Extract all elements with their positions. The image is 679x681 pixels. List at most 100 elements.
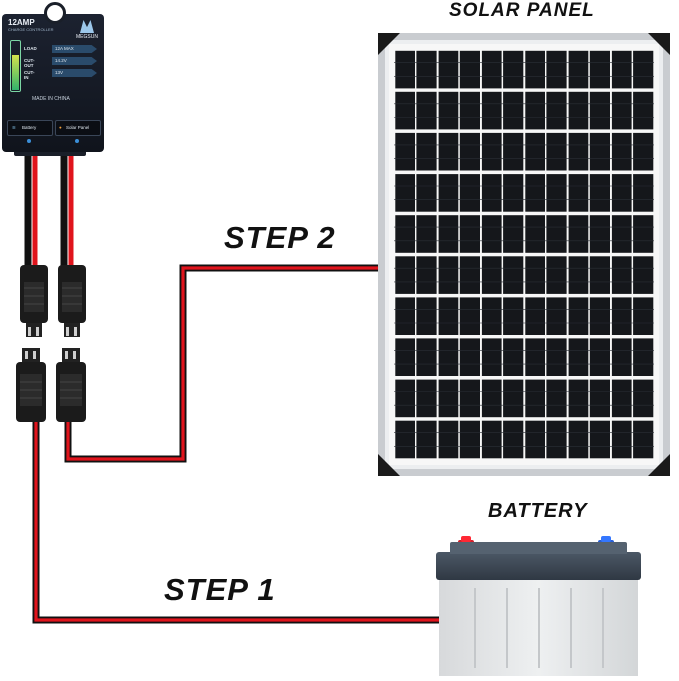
panel-cell <box>589 91 610 130</box>
solar-panel-label: SOLAR PANEL <box>449 0 595 21</box>
battery <box>436 540 641 676</box>
panel-cell <box>416 420 437 459</box>
panel-cell <box>438 50 459 89</box>
panel-cell <box>589 174 610 212</box>
panel-cell <box>459 50 480 89</box>
panel-cell <box>395 297 415 335</box>
panel-cell <box>589 215 610 253</box>
panel-cell <box>438 174 459 212</box>
panel-cell <box>525 338 545 376</box>
panel-cell <box>438 91 459 130</box>
panel-cell <box>633 215 654 253</box>
controller-subtitle: CHARGE CONTROLLER <box>8 27 54 32</box>
panel-cell <box>503 174 524 212</box>
panel-cell <box>481 379 502 418</box>
panel-cell <box>546 256 567 294</box>
panel-cell <box>481 420 502 459</box>
panel-cell <box>633 91 654 130</box>
panel-cell <box>546 215 567 253</box>
panel-cell <box>568 256 589 294</box>
step-2-wire <box>64 264 380 463</box>
panel-cell <box>546 91 567 130</box>
panel-cell <box>481 338 502 376</box>
sae-connector-controller-battery[interactable] <box>20 265 48 337</box>
sae-connector-controller-pv[interactable] <box>58 265 86 337</box>
panel-cell <box>503 297 524 335</box>
panel-cell <box>459 174 480 212</box>
panel-cell <box>568 132 589 171</box>
panel-cell <box>611 91 632 130</box>
panel-cell <box>481 50 502 89</box>
panel-cell <box>438 256 459 294</box>
panel-cell <box>416 50 437 89</box>
panel-cell <box>546 132 567 171</box>
panel-cell <box>459 256 480 294</box>
charge-controller: 12AMP CHARGE CONTROLLER MEGSUN LOAD 12A … <box>2 2 104 152</box>
panel-cell <box>568 379 589 418</box>
sae-connector-battery-cable[interactable] <box>16 348 46 422</box>
panel-cell <box>395 420 415 459</box>
panel-cell <box>633 338 654 376</box>
panel-cell <box>503 420 524 459</box>
panel-cell <box>481 215 502 253</box>
brand-logo-icon <box>80 20 94 33</box>
panel-cell <box>525 50 545 89</box>
panel-cell <box>503 50 524 89</box>
step-1-label: STEP 1 <box>164 572 276 607</box>
panel-cell <box>611 50 632 89</box>
battery-label: BATTERY <box>488 500 588 522</box>
panel-cell <box>525 215 545 253</box>
panel-cell <box>503 338 524 376</box>
panel-cell <box>459 338 480 376</box>
panel-cell <box>459 215 480 253</box>
panel-cell <box>459 379 480 418</box>
panel-corner-bl <box>378 454 400 476</box>
panel-cell <box>503 379 524 418</box>
controller-leads <box>14 146 86 268</box>
panel-cell <box>481 91 502 130</box>
panel-cell <box>503 132 524 171</box>
sae-connector-panel-cable[interactable] <box>56 348 86 422</box>
panel-cell <box>568 91 589 130</box>
panel-corner-br <box>648 454 670 476</box>
panel-cell <box>481 256 502 294</box>
panel-cell <box>416 338 437 376</box>
panel-cell <box>589 256 610 294</box>
panel-cell <box>525 420 545 459</box>
panel-cell <box>459 91 480 130</box>
panel-cell <box>438 420 459 459</box>
panel-cell <box>633 174 654 212</box>
panel-cell <box>611 256 632 294</box>
panel-corner-tr <box>648 33 670 55</box>
panel-cell <box>416 379 437 418</box>
panel-cell <box>525 256 545 294</box>
panel-cell <box>568 174 589 212</box>
solar-led <box>75 139 79 143</box>
panel-cell <box>589 338 610 376</box>
panel-cell <box>503 256 524 294</box>
panel-cell <box>546 174 567 212</box>
made-in-label: MADE IN CHINA <box>32 96 70 102</box>
panel-cell <box>459 420 480 459</box>
battery-lid-top <box>450 542 627 554</box>
panel-corner-tl <box>378 33 400 55</box>
panel-cell <box>395 338 415 376</box>
panel-cell <box>633 256 654 294</box>
panel-cell <box>611 379 632 418</box>
panel-cell <box>525 174 545 212</box>
panel-cell <box>416 132 437 171</box>
panel-cell <box>611 215 632 253</box>
panel-cell <box>395 174 415 212</box>
battery-led <box>27 139 31 143</box>
hang-hook <box>44 2 66 24</box>
panel-cell <box>395 50 415 89</box>
panel-cell <box>438 215 459 253</box>
panel-cell <box>395 91 415 130</box>
panel-cell <box>525 91 545 130</box>
panel-cell <box>481 132 502 171</box>
panel-cell <box>568 420 589 459</box>
panel-cell <box>416 174 437 212</box>
panel-cell <box>633 420 654 459</box>
panel-cell <box>633 297 654 335</box>
panel-cell <box>546 338 567 376</box>
